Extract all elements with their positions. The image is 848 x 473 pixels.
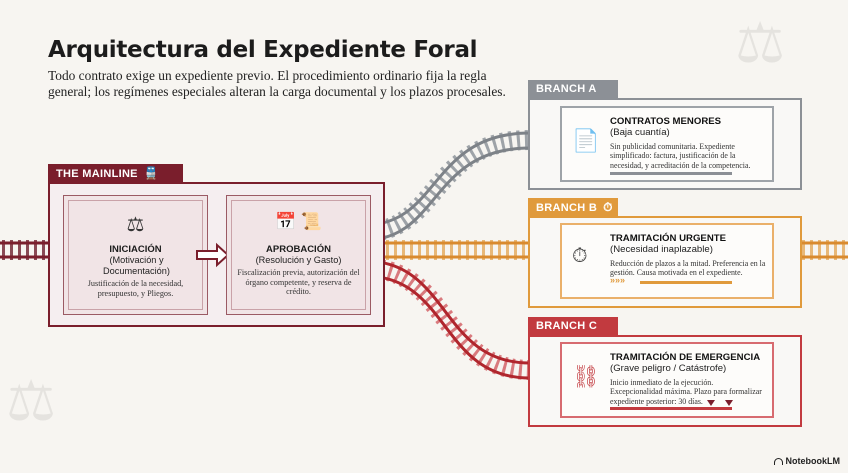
branch-b-title: TRAMITACIÓN URGENTE: [610, 233, 727, 244]
stopwatch-icon: ⏱: [572, 245, 588, 267]
scales-watermark-icon: ⚖: [6, 369, 57, 432]
notebooklm-brand: NotebookLM: [773, 456, 840, 466]
scales-watermark-icon: ⚖: [735, 11, 786, 74]
stage-subtitle: (Motivación y Documentación): [103, 255, 170, 276]
branch-b-subtitle: (Necesidad inaplazable): [610, 244, 713, 255]
train-icon: 🚆: [143, 166, 160, 180]
stopwatch-icon: ⏱: [603, 200, 613, 214]
mainline-track-left: [0, 240, 50, 260]
stage-aprobacion: 📅 📜 APROBACIÓN (Resolución y Gasto) Fisc…: [226, 195, 371, 315]
branch-c-description: Inicio inmediato de la ejecución. Excepc…: [610, 378, 762, 406]
notebooklm-logo-icon: [773, 458, 783, 465]
mainline-label: THE MAINLINE: [56, 168, 138, 180]
branch-a-timeline-bar: [610, 172, 732, 175]
branch-b-tab: BRANCH B ⏱: [528, 198, 618, 216]
branch-a-title: CONTRATOS MENORES: [610, 116, 722, 127]
branch-a-subtitle: (Baja cuantía): [610, 127, 670, 138]
scales-icon: ⚖: [126, 214, 145, 236]
broken-chain-icon: ⛓: [572, 364, 600, 389]
stage-description: Fiscalización previa, autorización del ó…: [237, 268, 360, 297]
branch-a-panel: 📄 CONTRATOS MENORES (Baja cuantía) Sin p…: [560, 106, 774, 182]
branch-c-title: TRAMITACIÓN DE EMERGENCIA: [610, 352, 761, 363]
branch-c-timeline-bar: [610, 407, 732, 410]
branch-b-timeline-bar: [640, 281, 732, 284]
calendar-certificate-icon: 📅 📜: [274, 212, 323, 231]
page-subtitle: Todo contrato exige un expediente previo…: [48, 68, 506, 99]
stage-name: APROBACIÓN: [266, 244, 331, 255]
document-coins-icon: 📄: [572, 128, 600, 153]
branch-c-tab: BRANCH C: [528, 317, 618, 335]
branch-b-label: BRANCH B: [536, 202, 598, 214]
branch-c-track: [364, 258, 531, 380]
branch-a-description: Sin publicidad comunitaria. Expediente s…: [610, 142, 751, 170]
mainline-tab: THE MAINLINE 🚆: [48, 164, 183, 182]
fast-forward-chevrons: »»»: [610, 275, 626, 285]
stage-subtitle: (Resolución y Gasto): [255, 255, 342, 265]
branch-a-tab: BRANCH A: [528, 80, 618, 98]
branch-b-description: Reducción de plazos a la mitad. Preferen…: [610, 259, 766, 278]
arrow-right-icon: [196, 242, 230, 268]
stage-iniciacion: ⚖ INICIACIÓN (Motivación y Documentación…: [63, 195, 208, 315]
timeline-marker: [707, 400, 715, 406]
page-title: Arquitectura del Expediente Foral: [48, 37, 478, 63]
branch-c-panel: ⛓ TRAMITACIÓN DE EMERGENCIA (Grave pelig…: [560, 342, 774, 418]
stage-name: INICIACIÓN: [109, 244, 162, 255]
branch-c-subtitle: (Grave peligro / Catástrofe): [610, 363, 727, 374]
stage-description: Justificación de la necesidad, presupues…: [87, 279, 184, 298]
branch-a-track: [364, 130, 531, 242]
branch-b-panel: ⏱ TRAMITACIÓN URGENTE (Necesidad inaplaz…: [560, 223, 774, 299]
branch-c-label: BRANCH C: [536, 320, 598, 332]
branch-a-label: BRANCH A: [536, 83, 597, 95]
timeline-marker: [725, 400, 733, 406]
